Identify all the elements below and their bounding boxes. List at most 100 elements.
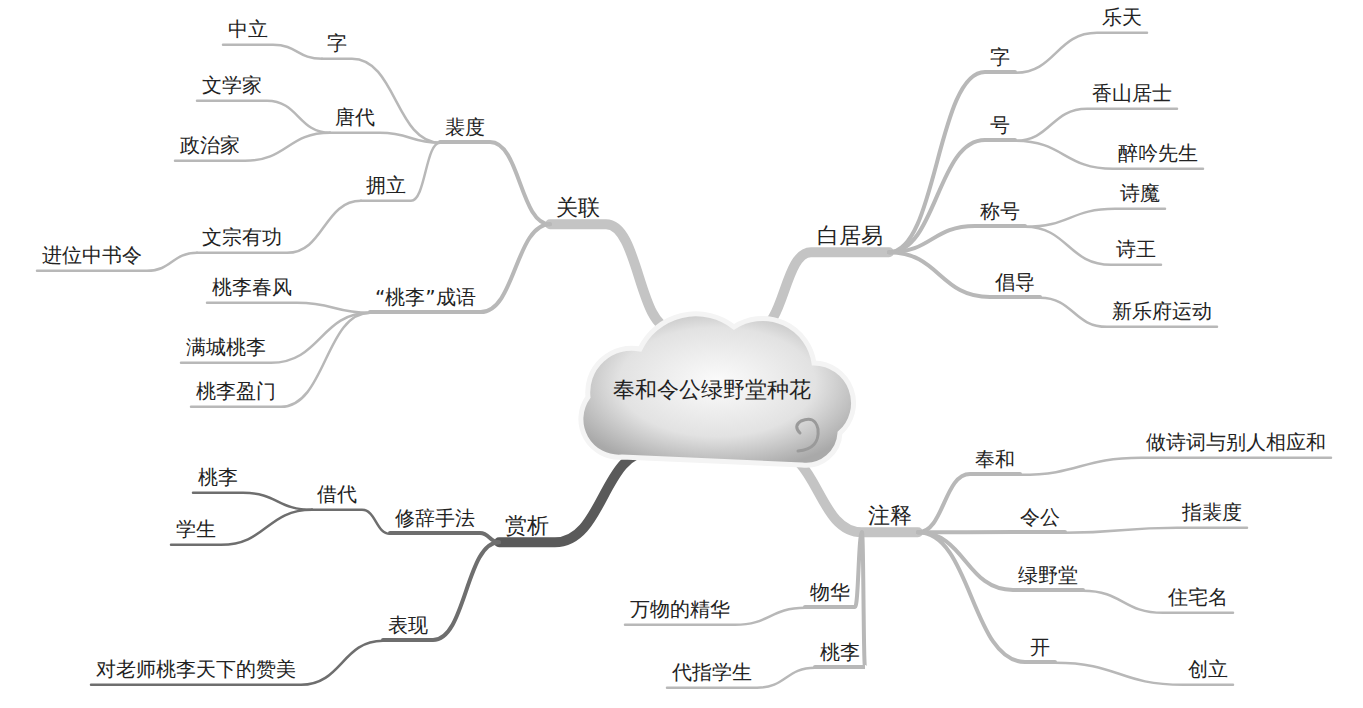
topic-text: 称号 (980, 200, 1020, 223)
branch-line (440, 142, 550, 224)
topic-text: 进位中书令 (42, 244, 142, 267)
topic-text: 字 (990, 46, 1010, 69)
main-branch-line (499, 451, 651, 542)
sub-topic: 拥立 (361, 174, 411, 202)
sub-topic: 物华 (805, 581, 855, 609)
sub-topic: 指裴度 (1177, 501, 1247, 529)
branch-line (390, 533, 499, 542)
topic-text: 桃李 (820, 641, 860, 664)
sub-topic: 桃李 (815, 641, 865, 669)
branch-line (197, 101, 330, 133)
topic-text: 桃李春风 (212, 276, 292, 299)
topic-text: 绿野堂 (1018, 564, 1078, 587)
sub-topic: 文学家 (197, 74, 267, 102)
branch-line (175, 133, 330, 161)
sub-topic: 诗王 (1111, 238, 1161, 266)
topic-text: 号 (990, 114, 1010, 137)
sub-topic: 倡导 (990, 271, 1040, 299)
topic-text: 开 (1030, 636, 1050, 659)
sub-topic: 开 (1025, 636, 1055, 664)
topic-text: 桃李 (198, 466, 238, 489)
topic-text: 满城桃李 (186, 336, 266, 359)
sub-topic: 满城桃李 (181, 336, 271, 364)
topic-text: 代指学生 (672, 661, 752, 684)
sub-topic: 桃李 (193, 466, 243, 494)
sub-topic: 字 (322, 32, 352, 60)
sub-topic: 对老师桃李天下的赞美 (91, 658, 301, 686)
topic-text: 对老师桃李天下的赞美 (96, 658, 296, 681)
branch-line (805, 532, 862, 607)
sub-topic: 香山居士 (1087, 82, 1177, 110)
main-branch-topic: 赏析 (499, 513, 555, 547)
topic-text: 拥立 (366, 174, 406, 197)
sub-topic: 裴度 (440, 116, 490, 144)
main-branch-line (550, 224, 672, 329)
sub-topic: 唐代 (330, 106, 380, 134)
sub-topic: 政治家 (175, 134, 245, 162)
branch-line (1025, 209, 1165, 227)
sub-topic: 字 (985, 46, 1015, 74)
branch-line (171, 510, 312, 545)
sub-topic: 醉吟先生 (1113, 142, 1203, 170)
branch-line (197, 201, 361, 253)
branch-line (1015, 141, 1203, 169)
branch-line (1040, 298, 1217, 327)
sub-topic: 借代 (312, 483, 362, 511)
topic-text: 中立 (228, 18, 268, 41)
branch-line (1025, 227, 1161, 265)
topic-text: 桃李盈门 (196, 380, 276, 403)
main-branch-line (758, 252, 890, 329)
branch-line (918, 530, 1065, 534)
branch-line (181, 313, 370, 363)
branch-line (91, 641, 383, 685)
sub-topic: 新乐府运动 (1107, 300, 1217, 328)
sub-topic: 文宗有功 (197, 226, 287, 254)
topic-text: 奉和 (975, 448, 1015, 471)
central-topic: 奉和令公绿野堂种花 (562, 305, 862, 475)
topic-text: 醉吟先生 (1118, 142, 1198, 165)
sub-topic: 乐天 (1097, 6, 1147, 34)
sub-topic: 学生 (171, 518, 221, 546)
sub-topic: 中立 (223, 18, 273, 46)
branch-line (918, 532, 1083, 590)
topic-text: 关联 (556, 195, 600, 220)
topic-text: 字 (327, 32, 347, 55)
topic-text: 万物的精华 (630, 598, 730, 621)
branch-line (312, 510, 390, 534)
branch-line (361, 143, 440, 201)
topic-text: 白居易 (817, 223, 883, 248)
sub-topic: 做诗词与别人相应和 (1141, 431, 1331, 459)
topic-text: 住宅名 (1168, 586, 1228, 609)
sub-topic: 桃李春风 (207, 276, 297, 304)
branch-line (889, 252, 1040, 297)
branch-line (193, 493, 312, 510)
main-branch-topic: 关联 (550, 195, 606, 229)
branch-line (207, 303, 370, 313)
topic-text: 诗魔 (1120, 182, 1160, 205)
sub-topic: 桃李盈门 (191, 380, 281, 408)
branch-line (223, 45, 322, 59)
topic-text: 修辞手法 (395, 507, 475, 530)
topic-text: 唐代 (335, 106, 375, 129)
branch-line (889, 140, 1015, 252)
branch-line (889, 226, 1025, 252)
topic-text: 文学家 (202, 74, 262, 97)
topic-text: 表现 (388, 614, 428, 637)
branch-line (1015, 33, 1147, 73)
sub-topic: “桃李”成语 (370, 286, 481, 314)
sub-topic: 代指学生 (667, 661, 757, 689)
topic-text: 借代 (317, 483, 357, 506)
topic-text: 做诗词与别人相应和 (1146, 431, 1326, 454)
main-branch-topic: 注释 (862, 503, 918, 537)
sub-topic: 称号 (975, 200, 1025, 228)
topic-text: 乐天 (1102, 6, 1142, 29)
topic-text: 香山居士 (1092, 82, 1172, 105)
sub-topic: 万物的精华 (625, 598, 735, 626)
topic-text: 诗王 (1116, 238, 1156, 261)
branch-line (1015, 109, 1177, 141)
central-title: 奉和令公绿野堂种花 (613, 377, 811, 402)
sub-topic: 奉和 (970, 448, 1020, 476)
branch-line (383, 542, 499, 640)
branch-line (330, 133, 440, 143)
